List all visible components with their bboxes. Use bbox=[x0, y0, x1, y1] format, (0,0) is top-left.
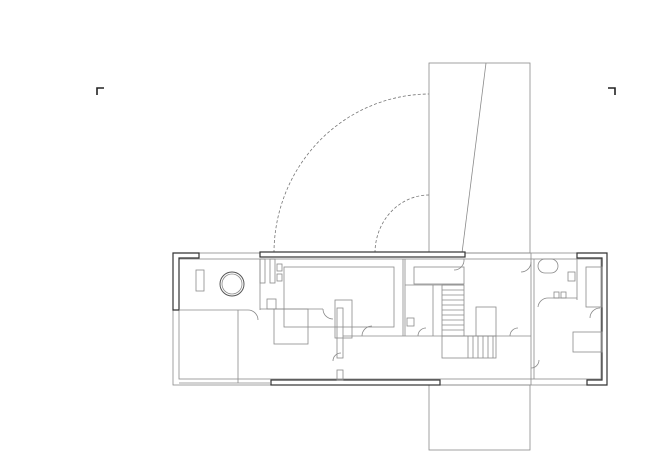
inner-outline bbox=[178, 258, 602, 380]
crop-mark-left bbox=[96, 87, 104, 95]
stair-core bbox=[343, 258, 531, 359]
round-bathtub bbox=[219, 271, 245, 297]
crop-mark-right bbox=[608, 87, 616, 95]
bathtub bbox=[537, 258, 559, 274]
wall-right bbox=[576, 252, 608, 386]
large-swing-arc bbox=[273, 93, 430, 254]
terrace-outline bbox=[428, 62, 531, 254]
wall-left bbox=[172, 252, 200, 311]
bathroom-left bbox=[179, 259, 271, 384]
bed-right bbox=[572, 331, 603, 353]
bed bbox=[273, 308, 309, 345]
diagonal-line bbox=[461, 62, 487, 254]
wall-top bbox=[259, 251, 466, 258]
wall-bottom bbox=[270, 379, 441, 386]
bedroom-master bbox=[259, 258, 395, 381]
bedroom-right bbox=[537, 258, 603, 353]
staircase-upper bbox=[441, 284, 465, 337]
terrace-outline-lower bbox=[428, 384, 531, 451]
small-swing-arc bbox=[374, 194, 430, 254]
hall bbox=[361, 253, 540, 385]
